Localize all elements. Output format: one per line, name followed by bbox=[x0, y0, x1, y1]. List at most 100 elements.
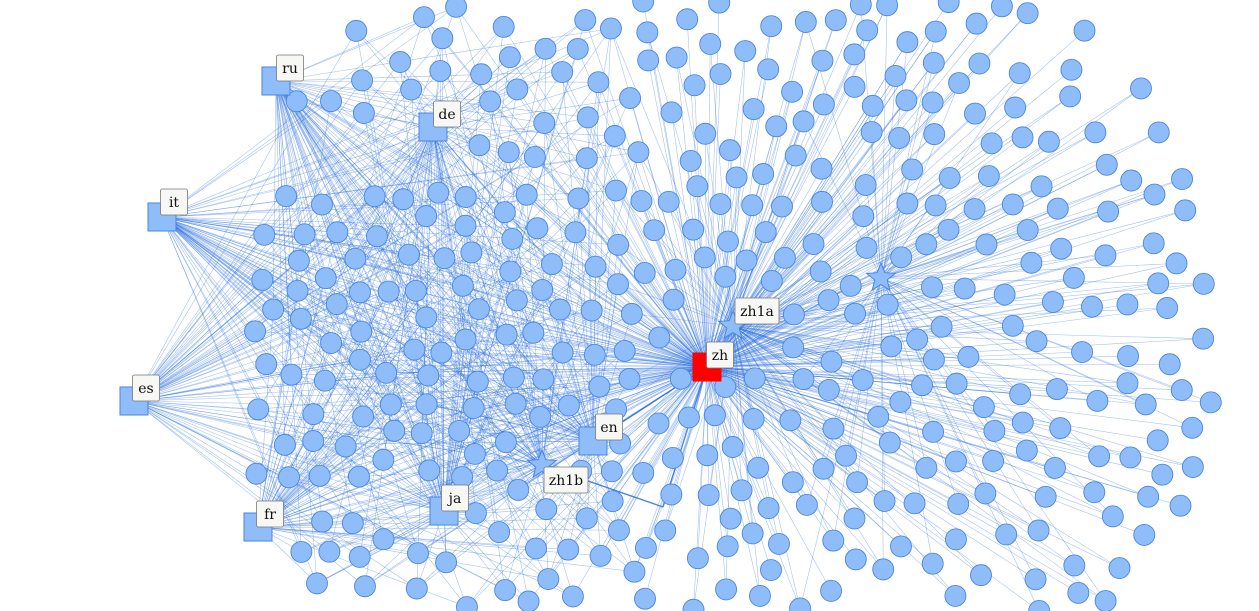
article-node bbox=[686, 547, 709, 570]
article-node bbox=[273, 433, 296, 456]
node-label-it: it bbox=[169, 195, 179, 211]
edge bbox=[592, 440, 601, 556]
edge bbox=[443, 97, 631, 512]
edge bbox=[272, 80, 277, 310]
article-node bbox=[1024, 568, 1047, 591]
node-label-box-ja bbox=[441, 484, 469, 512]
edge bbox=[444, 257, 708, 368]
edge bbox=[515, 403, 543, 466]
article-node bbox=[923, 123, 946, 146]
edge bbox=[298, 260, 708, 368]
article-node bbox=[589, 544, 612, 567]
article-node bbox=[760, 270, 783, 292]
edge bbox=[425, 216, 445, 512]
article-node bbox=[454, 328, 477, 351]
article-node bbox=[1097, 200, 1120, 223]
edge bbox=[133, 70, 441, 402]
edge bbox=[732, 137, 900, 327]
edge bbox=[706, 208, 1058, 368]
edge bbox=[329, 366, 708, 552]
edge bbox=[426, 404, 594, 442]
edge bbox=[541, 82, 599, 466]
edge bbox=[363, 112, 445, 512]
edge bbox=[133, 97, 631, 402]
article-node bbox=[903, 492, 926, 515]
edge bbox=[880, 82, 960, 279]
article-node bbox=[1116, 372, 1139, 395]
edge bbox=[880, 244, 987, 279]
article-node bbox=[990, 0, 1013, 18]
article-node bbox=[679, 150, 702, 172]
article-node bbox=[1169, 494, 1192, 517]
article-node bbox=[849, 0, 872, 16]
edge bbox=[161, 16, 425, 218]
edge bbox=[319, 126, 434, 476]
article-node bbox=[1174, 199, 1197, 222]
edge bbox=[706, 366, 1193, 468]
edge bbox=[331, 342, 708, 368]
article-node bbox=[1133, 523, 1156, 546]
article-node bbox=[549, 298, 571, 321]
article-node bbox=[741, 194, 764, 217]
article-node bbox=[699, 33, 722, 55]
article-node bbox=[1004, 96, 1027, 119]
article-node bbox=[531, 279, 554, 301]
edge bbox=[732, 325, 754, 420]
article-node bbox=[1016, 2, 1039, 25]
article-node bbox=[795, 493, 818, 516]
edge bbox=[432, 126, 563, 353]
edge bbox=[706, 255, 1106, 368]
edge bbox=[706, 340, 1037, 368]
article-node bbox=[507, 478, 530, 501]
edge bbox=[388, 291, 708, 368]
edge bbox=[706, 346, 892, 368]
article-node bbox=[462, 397, 485, 419]
edge bbox=[561, 72, 594, 442]
article-node bbox=[313, 369, 336, 392]
edge bbox=[275, 80, 419, 554]
edge bbox=[133, 400, 360, 477]
article-node bbox=[662, 288, 685, 311]
edge bbox=[706, 366, 879, 418]
article-node bbox=[605, 179, 627, 202]
edge bbox=[133, 135, 615, 402]
article-node bbox=[1030, 175, 1053, 198]
article-node bbox=[526, 217, 549, 240]
edge bbox=[275, 80, 516, 404]
edge bbox=[275, 80, 286, 445]
article-node bbox=[287, 249, 310, 272]
edge bbox=[257, 526, 419, 554]
article-node bbox=[334, 435, 357, 458]
article-node bbox=[1116, 293, 1139, 316]
node-label-ja: ja bbox=[447, 491, 462, 507]
edge bbox=[732, 194, 1155, 327]
article-node bbox=[350, 320, 373, 343]
edge bbox=[732, 283, 1204, 327]
article-node bbox=[348, 465, 370, 488]
article-node bbox=[290, 540, 313, 563]
edge bbox=[706, 351, 1083, 368]
article-node bbox=[379, 393, 402, 416]
edge bbox=[275, 80, 588, 519]
edge bbox=[161, 216, 302, 553]
node-label-box-zh1b bbox=[543, 466, 589, 494]
article-node bbox=[463, 442, 486, 465]
edge bbox=[441, 352, 543, 466]
article-node bbox=[773, 246, 796, 269]
article-node bbox=[779, 409, 802, 432]
edge bbox=[880, 277, 1114, 517]
edge bbox=[880, 277, 1039, 531]
article-node bbox=[948, 72, 971, 95]
article-node bbox=[488, 521, 511, 544]
edge bbox=[161, 216, 619, 246]
article-node bbox=[760, 15, 783, 38]
article-node bbox=[1020, 251, 1043, 274]
article-node bbox=[320, 332, 342, 354]
edge bbox=[426, 317, 543, 466]
edge bbox=[319, 475, 445, 512]
article-node bbox=[1063, 554, 1086, 577]
article-node bbox=[844, 302, 867, 325]
edge bbox=[706, 366, 1057, 390]
edge bbox=[706, 325, 1013, 368]
article-node bbox=[982, 450, 1005, 472]
